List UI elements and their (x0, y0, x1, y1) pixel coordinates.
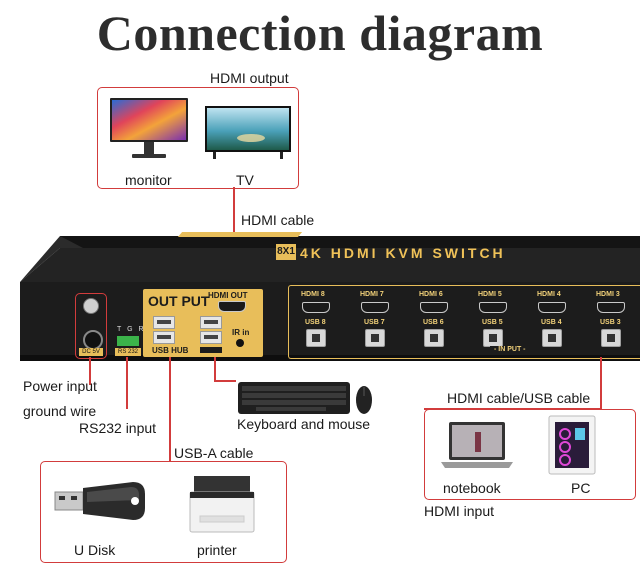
input-panel-label: - IN PUT - (490, 346, 530, 353)
hdmi-input-port (597, 302, 625, 313)
rs232-input-label: RS232 input (79, 420, 157, 436)
usb-devices-box: U Disk printer (40, 461, 287, 563)
power-highlight (75, 293, 107, 359)
usb-b-port (601, 329, 621, 347)
monitor-label: monitor (125, 172, 172, 188)
hdmi-out-label: HDMI OUT (208, 291, 248, 300)
hdmi-input-label: HDMI input (424, 503, 495, 519)
usb-input-label: USB 6 (423, 319, 444, 326)
tv-label: TV (236, 172, 254, 188)
rs232-tag: RS 232 (115, 348, 141, 356)
usb-b-port (424, 329, 444, 347)
usb-input-label: USB 3 (600, 319, 621, 326)
ir-port (236, 339, 244, 347)
hdmi-input-label: HDMI 4 (537, 291, 561, 298)
usb-input-label: USB 5 (482, 319, 503, 326)
usb-flash-drive-icon (54, 482, 145, 520)
hdmi-input-port (420, 302, 448, 313)
udisk-label: U Disk (74, 542, 116, 558)
printer-label: printer (197, 542, 237, 558)
monitor-icon (110, 98, 188, 158)
brand-text: 4K HDMI KVM SWITCH (300, 245, 506, 261)
hdmi-input-port (538, 302, 566, 313)
hdmi-input-label: HDMI 8 (301, 291, 325, 298)
usb-b-port (365, 329, 385, 347)
hdmi-output-label: HDMI output (210, 70, 289, 86)
usb-input-label: USB 7 (364, 319, 385, 326)
keyboard-port-tag (200, 347, 222, 353)
usb-b-port (306, 329, 326, 347)
printer-icon (189, 476, 255, 533)
usb-a-port (200, 316, 222, 329)
hdmi-out-port (218, 301, 246, 312)
pc-label: PC (571, 480, 591, 496)
hdmi-input-port (479, 302, 507, 313)
keyboard-line-v (214, 357, 216, 381)
gold-stripe (177, 232, 303, 237)
usb-a-port (153, 331, 175, 344)
notebook-icon (441, 422, 513, 468)
hdmi-input-label: HDMI 5 (478, 291, 502, 298)
usb-input-label: USB 4 (541, 319, 562, 326)
notebook-label: notebook (443, 480, 501, 496)
rs232-line (126, 357, 128, 409)
hdmi-input-label: HDMI 7 (360, 291, 384, 298)
usba-cable-label: USB-A cable (174, 445, 254, 461)
model-badge: 8X1 (276, 244, 296, 260)
usb-a-port (153, 316, 175, 329)
keyboard-mouse-icon (238, 382, 372, 414)
power-line (89, 357, 91, 385)
input-cable-line-h (424, 408, 601, 410)
hdmi-usb-cable-label: HDMI cable/USB cable (447, 390, 591, 406)
rs232-pins-label: T G R (117, 326, 146, 333)
output-panel-title: OUT PUT (148, 293, 210, 309)
usba-cable-line (169, 357, 171, 461)
usb-hub-label: USB HUB (152, 346, 189, 355)
keyboard-mouse-label: Keyboard and mouse (237, 416, 371, 432)
input-cable-line-v (600, 357, 602, 409)
pc-icon (548, 415, 596, 475)
keyboard-line-h (214, 380, 236, 382)
hdmi-input-label: HDMI 6 (419, 291, 443, 298)
hdmi-input-port (361, 302, 389, 313)
dc-label: DC 5V (79, 348, 103, 356)
ground-screw-icon (83, 298, 99, 314)
input-panel (288, 285, 640, 359)
usb-b-port (483, 329, 503, 347)
usb-input-label: USB 8 (305, 319, 326, 326)
power-input-label: Power input (23, 378, 97, 394)
tv-icon (205, 106, 291, 159)
input-devices-box: notebook PC (424, 409, 636, 500)
ground-wire-label: ground wire (23, 403, 97, 419)
ir-in-label: IR in (232, 328, 250, 337)
hdmi-input-port (302, 302, 330, 313)
usb-a-port (200, 331, 222, 344)
rs232-terminal (117, 336, 139, 346)
page-title: Connection diagram (96, 5, 544, 61)
usb-b-port (542, 329, 562, 347)
hdmi-input-label: HDMI 3 (596, 291, 620, 298)
output-devices-box: monitor TV (97, 87, 299, 189)
hdmi-cable-label: HDMI cable (241, 212, 315, 228)
